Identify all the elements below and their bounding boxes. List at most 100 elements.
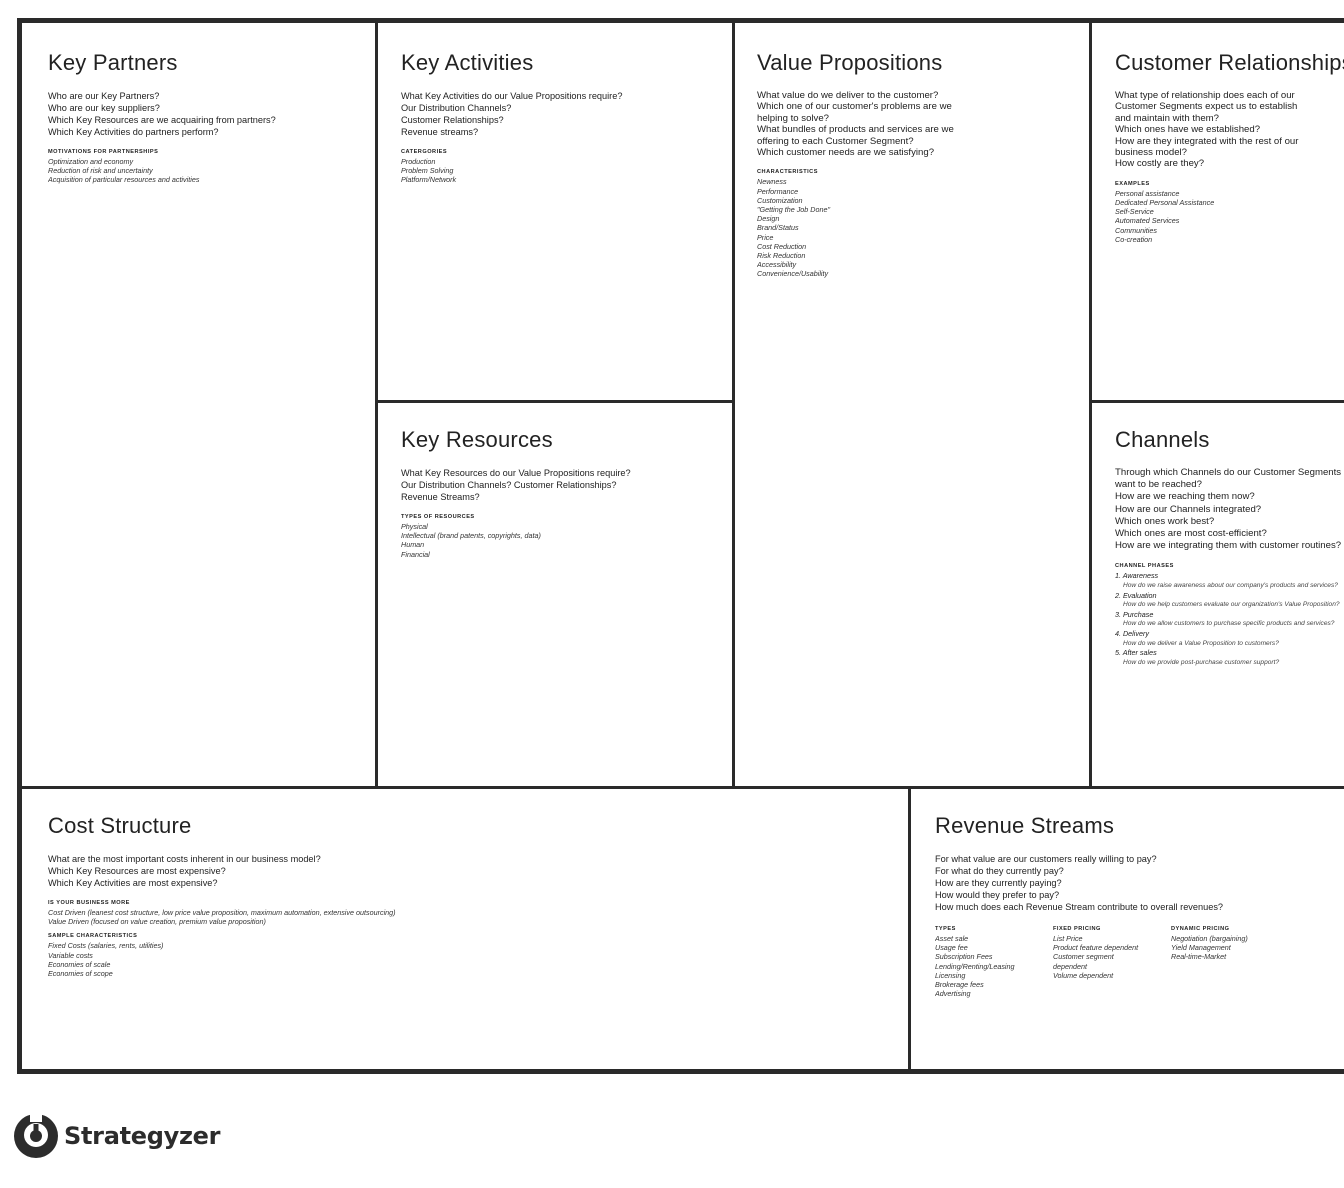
channel-phase-label: 5. After sales [1115, 648, 1157, 658]
sub-item: Co-creation [1115, 234, 1153, 244]
key-partners-block: Key Partners Who are our Key Partners? W… [48, 50, 368, 770]
block-questions: What value do we deliver to the customer… [757, 90, 1082, 158]
channel-phase-desc: How do we help customers evaluate our or… [1123, 601, 1340, 609]
question: How are we reaching them now? [1115, 491, 1255, 503]
subheading: CHANNEL PHASES [1115, 563, 1174, 570]
sub-item: Economies of scale [48, 959, 111, 969]
question: How would they prefer to pay? [935, 890, 1060, 900]
subheading: FIXED PRICING [1053, 926, 1101, 932]
subheading: SAMPLE CHARACTERISTICS [48, 933, 138, 940]
sub-item: Personal assistance [1115, 188, 1180, 198]
divider [732, 23, 735, 787]
subheading: MOTIVATIONS FOR PARTNERSHIPS [48, 149, 159, 155]
subheading: TYPES [935, 926, 956, 932]
question: Customer Relationships? [401, 115, 504, 125]
sub-item: Licensing [935, 970, 966, 980]
block-subsection: CHARACTERISTICS Newness Performance Cust… [757, 168, 1082, 278]
sub-item: Value Driven (focused on value creation,… [48, 917, 266, 927]
sub-item: Cost Driven (leanest cost structure, low… [48, 908, 396, 917]
question: What value do we deliver to the customer… [757, 90, 939, 101]
question: Who are our Key Partners? [48, 91, 160, 101]
sub-item: Communities [1115, 225, 1157, 235]
strategyzer-logo-icon [14, 1113, 58, 1158]
question: How costly are they? [1115, 158, 1205, 170]
question: Which ones work best? [1115, 515, 1215, 527]
sub-item: Design [757, 214, 780, 224]
sub-item: Negotiation (bargaining) [1171, 934, 1248, 943]
sub-item: Volume dependent [1053, 970, 1114, 980]
divider [17, 786, 1344, 789]
sub-item: Optimization and economy [48, 157, 134, 166]
block-title: Revenue Streams [935, 813, 1115, 838]
block-title: Key Resources [401, 427, 553, 452]
sub-item: Financial [401, 549, 430, 559]
subheading: TYPES OF RESOURCES [401, 514, 475, 520]
block-title: Customer Relationships [1115, 50, 1344, 75]
question: Our Distribution Channels? [401, 103, 512, 113]
sub-item: Price [757, 232, 774, 242]
sub-item: dependent [1053, 961, 1087, 971]
channel-phase-desc: How do we raise awareness about our comp… [1123, 582, 1338, 590]
divider [1089, 23, 1092, 787]
question: What are the most important costs inhere… [48, 854, 321, 864]
question: What bundles of products and services ar… [757, 124, 954, 136]
sub-item: Physical [401, 522, 428, 531]
question: want to be reached? [1115, 479, 1202, 491]
block-questions: What type of relationship does each of o… [1115, 90, 1344, 170]
question: Which ones have we established? [1115, 124, 1261, 136]
block-title: Key Activities [401, 50, 534, 75]
sub-item: Variable costs [48, 950, 93, 960]
subheading: CHARACTERISTICS [757, 169, 818, 176]
sub-item: Automated Services [1115, 216, 1180, 226]
channel-phase-label: 4. Delivery [1115, 628, 1149, 638]
sub-item: Real-time-Market [1171, 952, 1227, 962]
block-title: Key Partners [48, 50, 178, 75]
sub-item: Production [401, 157, 436, 166]
customer-relationships-block: Customer Relationships What type of rela… [1115, 50, 1344, 390]
channels-block: Channels Through which Channels do our C… [1115, 427, 1344, 777]
sub-item: Brand/Status [757, 223, 799, 233]
pricing-column-types: TYPES Asset sale Usage fee Subscription … [935, 925, 1053, 998]
sub-item: Fixed Costs (salaries, rents, utilities) [48, 941, 164, 951]
sub-item: Customization [757, 195, 803, 205]
strategyzer-logo[interactable]: Strategyzer [12, 1112, 220, 1160]
sub-item: Performance [757, 186, 799, 196]
question: How are they integrated with the rest of… [1115, 135, 1299, 147]
question: Which Key Resources are most expensive? [48, 866, 226, 876]
pricing-column-fixed: FIXED PRICING List Price Product feature… [1053, 925, 1171, 998]
block-subsection: CATERGORIES Production Problem Solving P… [401, 148, 726, 185]
cost-structure-block: Cost Structure What are the most importa… [48, 813, 898, 1063]
sub-item: Cost Reduction [757, 241, 807, 251]
block-title: Cost Structure [48, 813, 192, 838]
question: Revenue streams? [401, 127, 479, 137]
sub-item: Usage fee [935, 943, 968, 953]
divider [375, 23, 378, 787]
sub-item: Brokerage fees [935, 980, 984, 990]
block-questions: What are the most important costs inhere… [48, 853, 898, 889]
sub-item: Human [401, 540, 425, 550]
divider [1090, 400, 1344, 403]
question: offering to each Customer Segment? [757, 135, 914, 147]
divider [376, 400, 734, 403]
revenue-streams-block: Revenue Streams For what value are our c… [935, 813, 1344, 1063]
channel-phase-label: 2. Evaluation [1115, 590, 1157, 600]
sub-item: "Getting the Job Done" [757, 205, 831, 215]
question: Customer Segments expect us to establish [1115, 101, 1298, 113]
block-subsection: IS YOUR BUSINESS MORE Cost Driven (leane… [48, 899, 898, 926]
sub-item: Platform/Network [401, 175, 457, 185]
question: Revenue Streams? [401, 492, 480, 502]
question: For what do they currently pay? [935, 866, 1064, 876]
sub-item: Risk Reduction [757, 251, 806, 261]
key-activities-block: Key Activities What Key Activities do ou… [401, 50, 726, 390]
question: Which ones are most cost-efficient? [1115, 528, 1267, 540]
question: Our Distribution Channels? Customer Rela… [401, 480, 617, 490]
block-questions: Through which Channels do our Customer S… [1115, 467, 1344, 552]
question: Which Key Activities are most expensive? [48, 878, 218, 888]
block-subsection: TYPES OF RESOURCES Physical Intellectual… [401, 513, 726, 559]
question: helping to solve? [757, 112, 830, 124]
value-propositions-block: Value Propositions What value do we deli… [757, 50, 1082, 770]
question: Through which Channels do our Customer S… [1115, 467, 1342, 478]
logo-text: Strategyzer [64, 1122, 221, 1150]
channel-phase-desc: How do we allow customers to purchase sp… [1123, 620, 1335, 628]
